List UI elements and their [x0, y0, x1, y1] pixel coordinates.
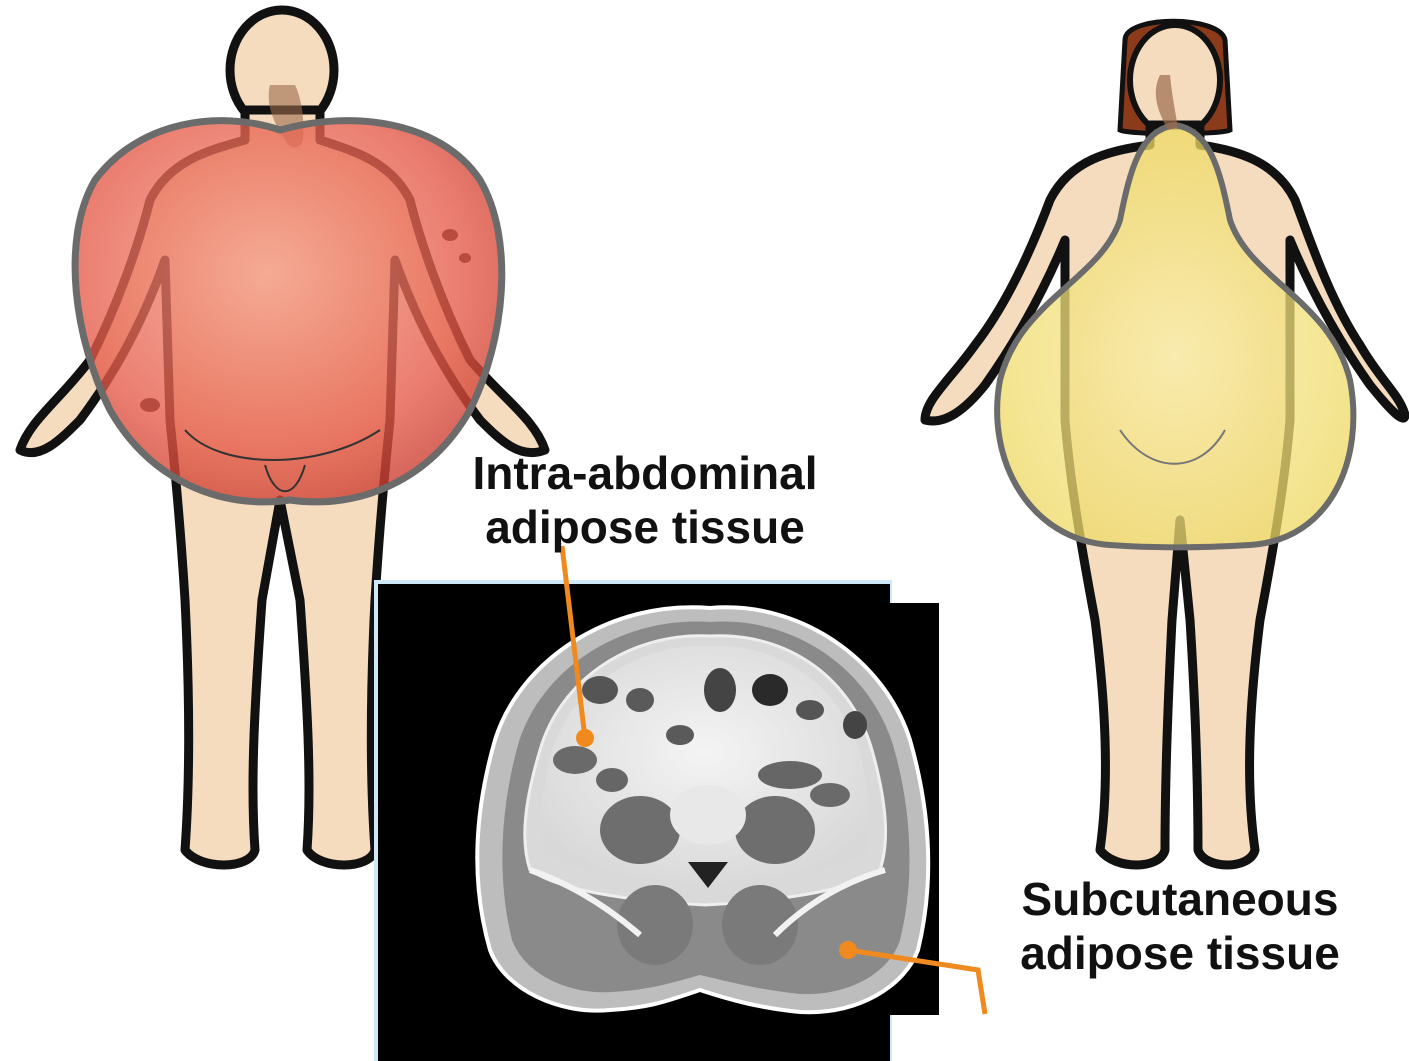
- ct-bowel: [582, 676, 618, 704]
- leader-dot-subq: [839, 941, 857, 959]
- ct-bowel: [810, 783, 850, 807]
- ct-bowel: [704, 668, 736, 712]
- pear-overlay: [997, 125, 1353, 547]
- ct-bowel: [843, 711, 867, 739]
- apple-spot: [140, 398, 160, 412]
- ct-bowel: [553, 746, 597, 774]
- intra-abdominal-label-line2: adipose tissue: [440, 500, 850, 554]
- subcutaneous-label: Subcutaneous adipose tissue: [990, 872, 1370, 980]
- ct-bowel: [596, 768, 628, 792]
- apple-spot: [442, 229, 458, 241]
- intra-abdominal-label-line1: Intra-abdominal: [440, 446, 850, 500]
- leader-dot-intra: [576, 729, 594, 747]
- apple-spot: [459, 253, 471, 263]
- ct-psoas-left: [600, 796, 680, 864]
- subcutaneous-label-line1: Subcutaneous: [990, 872, 1370, 926]
- female-figure: [925, 21, 1405, 865]
- subcutaneous-label-line2: adipose tissue: [990, 926, 1370, 980]
- ct-bowel: [626, 688, 654, 712]
- ct-psoas-right: [735, 796, 815, 864]
- ct-scan: [374, 580, 939, 1061]
- apple-overlay: [75, 121, 502, 502]
- ct-bowel: [666, 725, 694, 745]
- ct-bowel: [752, 674, 788, 706]
- ct-vertebral-body: [670, 785, 746, 845]
- ct-bowel: [796, 700, 824, 720]
- intra-abdominal-label: Intra-abdominal adipose tissue: [440, 446, 850, 554]
- ct-bowel: [758, 761, 822, 789]
